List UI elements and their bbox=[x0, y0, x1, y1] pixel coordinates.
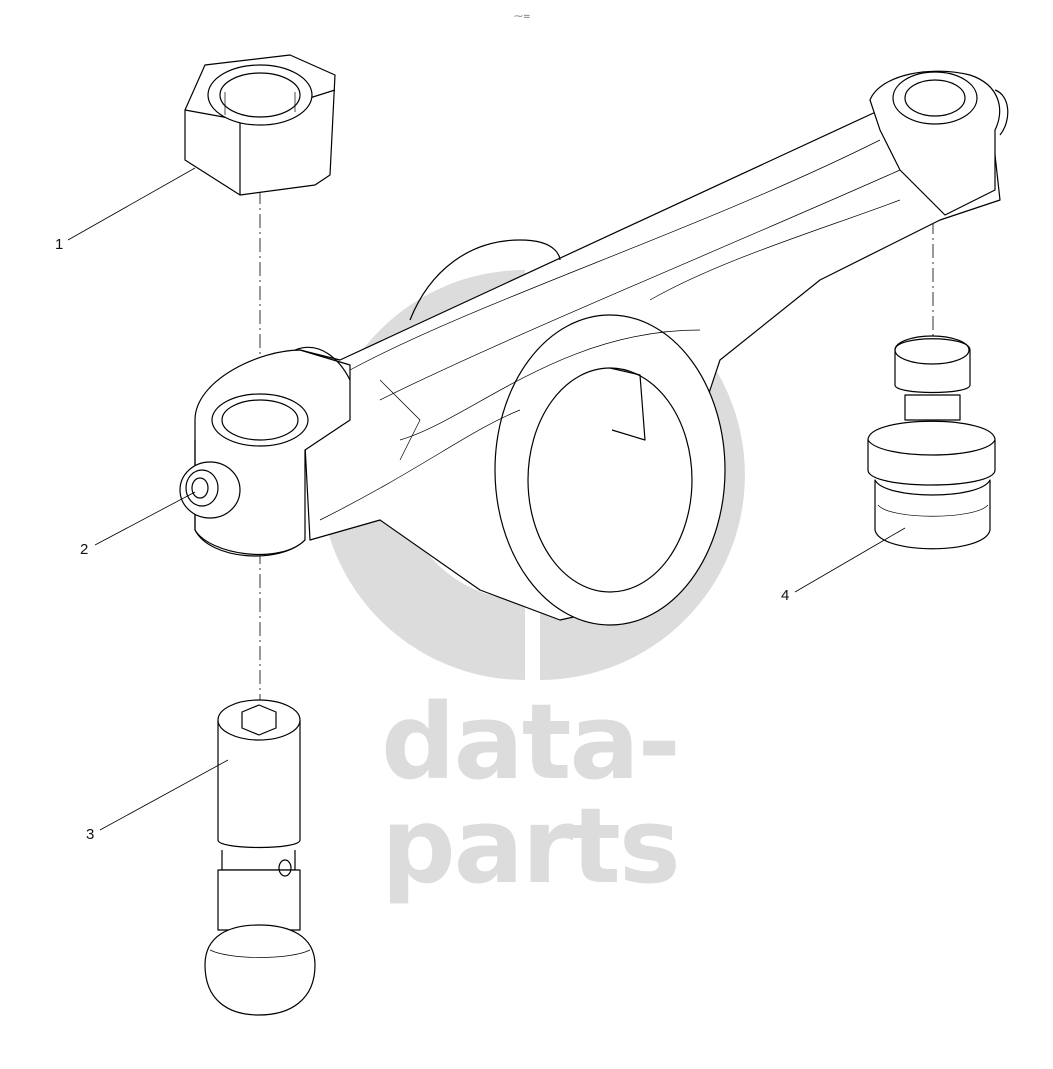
valve-cap bbox=[867, 335, 996, 550]
callout-label-3: 3 bbox=[86, 826, 95, 843]
callout-label-2: 2 bbox=[80, 541, 89, 558]
hex-nut bbox=[184, 54, 336, 196]
leader-line-3 bbox=[99, 759, 229, 831]
callout-label-1: 1 bbox=[55, 236, 64, 253]
pin bbox=[179, 461, 241, 519]
callout-label-4: 4 bbox=[781, 587, 790, 604]
leader-line-2 bbox=[94, 491, 196, 546]
corner-mark: ⁓= bbox=[514, 12, 531, 22]
adjusting-screw bbox=[204, 699, 316, 1016]
rocker-arm bbox=[194, 70, 1009, 626]
leader-line-1 bbox=[67, 167, 196, 241]
watermark-text: data-parts bbox=[381, 681, 681, 907]
leader-line-4 bbox=[794, 527, 906, 593]
